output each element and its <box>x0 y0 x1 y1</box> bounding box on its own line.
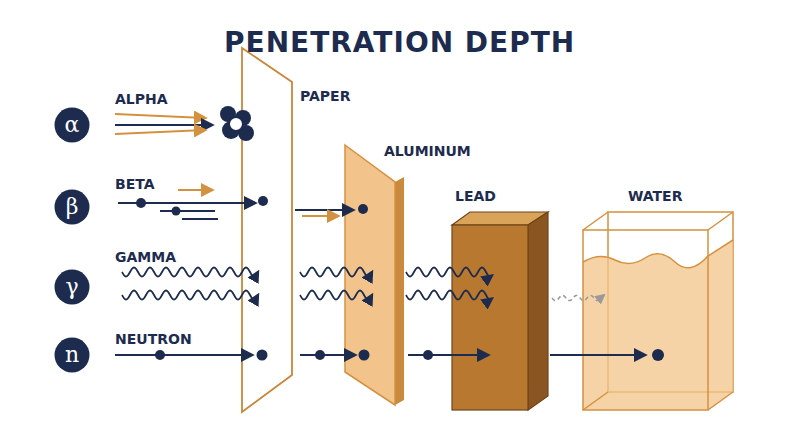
symbol-circle: γ <box>54 269 90 305</box>
lead-block <box>452 212 548 410</box>
gamma-rays <box>122 267 604 300</box>
beta-rays <box>118 190 368 219</box>
symbol-letter: γ <box>65 276 78 298</box>
material-name: PAPER <box>300 88 350 104</box>
symbol-letter: α <box>65 114 80 136</box>
symbol-circle: α <box>54 107 90 143</box>
symbol-letter: n <box>65 344 79 366</box>
paper-sheet <box>242 48 292 412</box>
radiation-name: NEUTRON <box>115 331 192 347</box>
material-name: ALUMINUM <box>384 143 471 159</box>
alpha-rays <box>115 106 254 141</box>
material-name: LEAD <box>455 188 496 204</box>
material-name: WATER <box>628 188 682 204</box>
neutron-path <box>115 349 664 361</box>
title: PENETRATION DEPTH <box>224 26 575 59</box>
radiation-name: GAMMA <box>115 249 176 265</box>
symbol-circle: β <box>54 189 90 225</box>
symbol-letter: β <box>66 196 79 218</box>
water-tank <box>583 212 733 410</box>
radiation-name: ALPHA <box>115 91 168 107</box>
symbol-circle: n <box>54 337 90 373</box>
radiation-name: BETA <box>115 176 155 192</box>
